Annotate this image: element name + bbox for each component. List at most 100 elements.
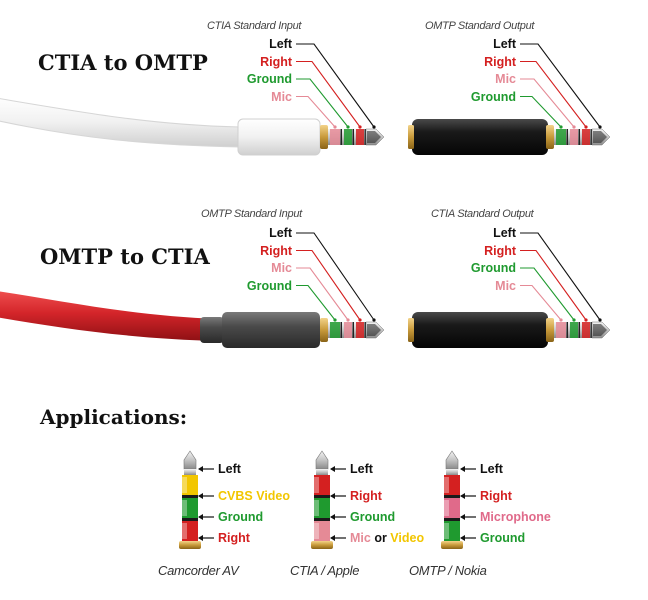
red-cable [0, 291, 220, 341]
output-pin [546, 318, 611, 342]
app-label-part: Microphone [480, 509, 551, 524]
plug-caption: OMTP / Nokia [409, 563, 487, 578]
app-label-part: Right [218, 530, 250, 545]
contact-highlight [314, 523, 319, 539]
app-pin-label: CVBS Video [218, 488, 291, 503]
wire-label-left: Left [493, 226, 516, 240]
gold-collar [320, 125, 328, 149]
contact-band [356, 322, 364, 338]
app-label-part: Right [350, 488, 382, 503]
plug-neck [316, 469, 328, 475]
contact-highlight [444, 523, 449, 539]
arrow-head [460, 466, 465, 472]
leader-line [520, 284, 562, 321]
contact-highlight [182, 500, 187, 516]
contact-band [182, 475, 198, 495]
contact-highlight [444, 500, 449, 516]
contact-band [356, 129, 364, 145]
strain-relief [200, 317, 224, 343]
gold-collar [546, 318, 554, 342]
plug-tip [183, 450, 197, 470]
contact-band [444, 475, 460, 495]
tip-contact [367, 324, 381, 336]
app-pin-label: Right [350, 488, 382, 503]
app-label-part: Mic [350, 530, 371, 545]
insulator-ring [444, 495, 460, 498]
contact-band [582, 129, 590, 145]
white-cable [0, 98, 241, 148]
contact-highlight [314, 477, 319, 493]
wire-label-mic: Mic [495, 278, 516, 293]
wire-label-right: Right [260, 54, 292, 69]
output-standard-label: CTIA Standard Output [431, 208, 534, 220]
contact-band [344, 129, 352, 145]
leader-dot [598, 125, 602, 129]
wire-label-ground: Ground [246, 72, 292, 86]
vertical-plug [311, 450, 333, 549]
leader-dot [333, 318, 337, 322]
insulator-ring [182, 495, 198, 498]
app-pin-label: Microphone [480, 509, 551, 524]
leader-dot [584, 125, 588, 129]
leader-line [520, 267, 575, 321]
output-pin [546, 125, 611, 149]
leader-dot [559, 125, 563, 129]
leader-line [296, 284, 336, 321]
insulator-ring [590, 129, 592, 145]
leader-line [296, 232, 375, 321]
insulator-ring [352, 322, 354, 338]
leader-line [520, 78, 575, 128]
app-label-part: CVBS Video [218, 488, 291, 503]
panel-title: OMTP to CTIA [40, 244, 210, 269]
leader-line [520, 60, 587, 128]
leader-line [520, 43, 601, 128]
contact-highlight [182, 477, 187, 493]
plug-tip [315, 450, 329, 470]
input-standard-label: OMTP Standard Input [201, 208, 302, 220]
output-standard-label: OMTP Standard Output [425, 20, 535, 32]
input-pin [320, 125, 385, 149]
contact-highlight [182, 523, 187, 539]
plug-housing [222, 312, 320, 348]
app-label-part: Right [480, 488, 512, 503]
app-pin-label: Ground [350, 510, 395, 524]
wire-label-left: Left [269, 37, 292, 51]
wire-label-ground: Ground [470, 261, 516, 275]
contact-band [444, 521, 460, 541]
leader-dot [358, 318, 362, 322]
leader-dot [333, 125, 337, 129]
contact-band [314, 521, 330, 541]
plug-caption: CTIA / Apple [290, 563, 360, 578]
arrow-head [460, 493, 465, 499]
wire-label-mic: Mic [271, 261, 292, 275]
tip-contact [593, 324, 607, 336]
leader-dot [572, 125, 576, 129]
gold-collar [320, 318, 328, 342]
insulator-ring [444, 518, 460, 521]
wire-label-ground: Ground [246, 278, 292, 293]
app-label-part: or [370, 530, 391, 545]
insulator-ring [340, 129, 342, 145]
leader-line [296, 60, 361, 128]
wire-label-right: Right [484, 54, 516, 69]
plug-tip [445, 450, 459, 470]
leader-dot [598, 318, 602, 322]
applications-heading: Applications: [40, 405, 188, 429]
plug-neck [184, 469, 196, 475]
contact-band [582, 322, 590, 338]
plug-housing [237, 118, 321, 156]
wire-label-mic: Mic [495, 72, 516, 86]
plug-neck [446, 469, 458, 475]
insulator-ring [590, 322, 592, 338]
app-label-part: Left [350, 461, 373, 476]
leader-dot [559, 318, 563, 322]
leader-line [296, 267, 349, 321]
arrow-head [330, 493, 335, 499]
wire-label-right: Right [260, 243, 292, 258]
gold-base [441, 541, 463, 549]
app-label-part: Left [480, 461, 503, 476]
input-pin [320, 318, 385, 342]
arrow-head [330, 514, 335, 520]
